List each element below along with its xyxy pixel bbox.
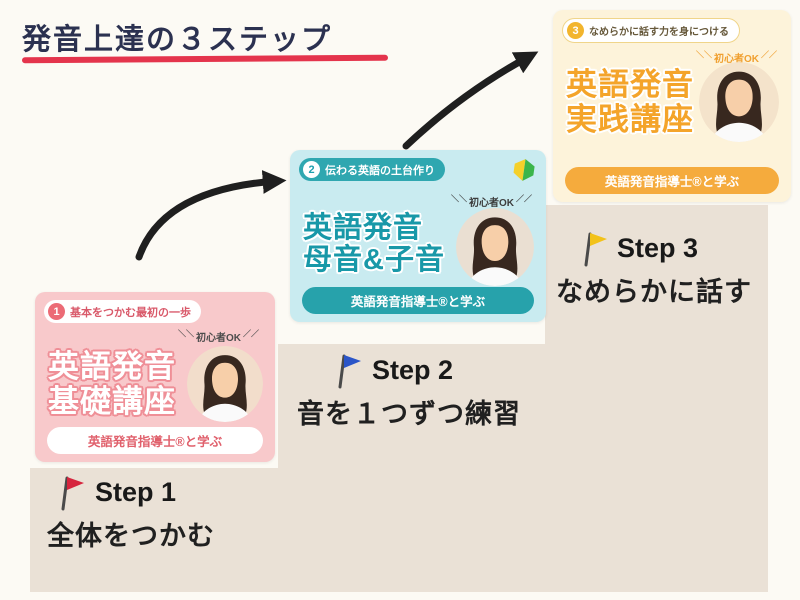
stair-block-3 <box>545 205 768 346</box>
course-title-line2: 母音&子音 <box>303 244 445 277</box>
instructor-photo <box>699 62 779 142</box>
course-number-badge: 2 <box>303 161 320 178</box>
emphasis-mark-left: ＼＼ <box>696 50 712 59</box>
instructor-photo <box>187 346 263 422</box>
course-card-vowel-consonant: 2 伝わる英語の土台作り ＼＼ 初心者OK ／／ 英語発音 母音&子音 <box>290 150 546 322</box>
course-number-badge: 1 <box>48 303 65 320</box>
beginner-ok-label: ＼＼ 初心者OK ／／ <box>696 50 777 65</box>
course-title: 英語発音 母音&子音 <box>303 212 445 277</box>
beginner-ok-label: ＼＼ 初心者OK ／／ <box>451 194 532 209</box>
course-footer: 英語発音指導士®と学ぶ <box>565 167 779 194</box>
step2-label: Step 2 <box>372 355 454 385</box>
beginner-mark-icon <box>513 159 535 181</box>
step2-description: 音を１つずつ練習 <box>297 399 521 429</box>
course-badge-label: 基本をつかむ最初の一歩 <box>70 306 191 319</box>
emphasis-mark-left: ＼＼ <box>178 329 194 338</box>
course-badge: 1 基本をつかむ最初の一歩 <box>44 300 201 323</box>
instructor-photo <box>456 208 534 286</box>
course-badge-label: 伝わる英語の土台作り <box>325 164 435 177</box>
course-number-badge: 3 <box>567 22 584 39</box>
page-title: 発音上達の３ステップ <box>22 24 333 56</box>
stair-block-1 <box>30 468 768 592</box>
step1-description: 全体をつかむ <box>47 521 215 551</box>
course-title-line2: 実践講座 <box>566 101 694 137</box>
flag-icon-step2 <box>338 354 361 389</box>
emphasis-mark-right: ／／ <box>761 50 777 59</box>
stair-block-2 <box>278 344 768 470</box>
course-card-basic: 1 基本をつかむ最初の一歩 ＼＼ 初心者OK ／／ 英語発音 基礎講座 英語発音 <box>35 292 275 462</box>
arrow-step2-to-step3 <box>402 51 539 150</box>
step3-label: Step 3 <box>617 233 699 263</box>
emphasis-mark-right: ／／ <box>243 329 259 338</box>
title-underline <box>21 54 389 64</box>
step1-label: Step 1 <box>95 477 177 507</box>
beginner-ok-text: 初心者OK <box>196 333 241 344</box>
course-footer: 英語発音指導士®と学ぶ <box>47 427 263 454</box>
beginner-ok-label: ＼＼ 初心者OK ／／ <box>178 329 259 344</box>
step3-description: なめらかに話す <box>556 277 752 307</box>
course-title-line1: 英語発音 <box>303 212 424 244</box>
flag-icon-step3 <box>584 232 607 267</box>
beginner-ok-text: 初心者OK <box>714 54 759 65</box>
emphasis-mark-right: ／／ <box>516 194 532 203</box>
course-footer: 英語発音指導士®と学ぶ <box>302 287 534 314</box>
beginner-ok-text: 初心者OK <box>469 198 514 209</box>
course-badge-label: なめらかに話す力を身につける <box>589 27 729 38</box>
course-badge: 2 伝わる英語の土台作り <box>299 158 445 181</box>
course-card-practice: 3 なめらかに話す力を身につける ＼＼ 初心者OK ／／ 英語発音 実践講座 英 <box>553 10 791 202</box>
course-title: 英語発音 実践講座 <box>566 67 694 137</box>
course-badge: 3 なめらかに話す力を身につける <box>562 18 740 43</box>
course-title-line2: 基礎講座 <box>48 383 176 419</box>
course-title-line1: 英語発音 <box>48 349 176 384</box>
course-title: 英語発音 基礎講座 <box>48 349 176 419</box>
course-title-line1: 英語発音 <box>566 67 694 102</box>
emphasis-mark-left: ＼＼ <box>451 194 467 203</box>
arrow-step1-to-step2 <box>135 170 287 261</box>
flag-icon-step1 <box>61 476 84 511</box>
